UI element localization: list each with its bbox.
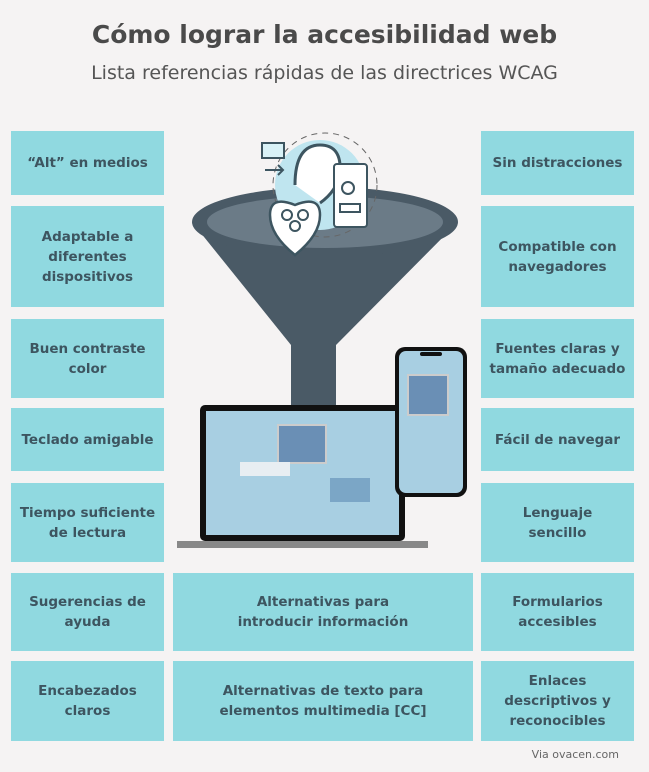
source-credit: Via ovacen.com <box>531 748 619 761</box>
page-subtitle: Lista referencias rápidas de las directr… <box>91 62 558 84</box>
page-title: Cómo lograr la accesibilidad web <box>91 20 558 49</box>
accessibility-icons <box>261 132 378 257</box>
tip-box: Sin distracciones <box>481 131 634 195</box>
tip-box: Tiempo suficiente de lectura <box>11 483 164 562</box>
tip-box: Sugerencias de ayuda <box>11 573 164 651</box>
tip-box: Alternativas de texto para elementos mul… <box>173 661 473 741</box>
tip-box: Buen contraste color <box>11 319 164 398</box>
tip-box: Fuentes claras y tamaño adecuado <box>481 319 634 398</box>
tip-box: Enlaces descriptivos y reconocibles <box>481 661 634 741</box>
tip-box: Formularios accesibles <box>481 573 634 651</box>
tip-box: “Alt” en medios <box>11 131 164 195</box>
tip-box: Teclado amigable <box>11 408 164 471</box>
tip-box: Fácil de navegar <box>481 408 634 471</box>
laptop <box>177 405 428 548</box>
tip-box: Compatible con navegadores <box>481 206 634 307</box>
tip-box: Alternativas para introducir información <box>173 573 473 651</box>
tip-box: Lenguaje sencillo <box>481 483 634 562</box>
tip-box: Encabezados claros <box>11 661 164 741</box>
smartphone <box>395 347 467 497</box>
tip-box: Adaptable a diferentes dispositivos <box>11 206 164 307</box>
